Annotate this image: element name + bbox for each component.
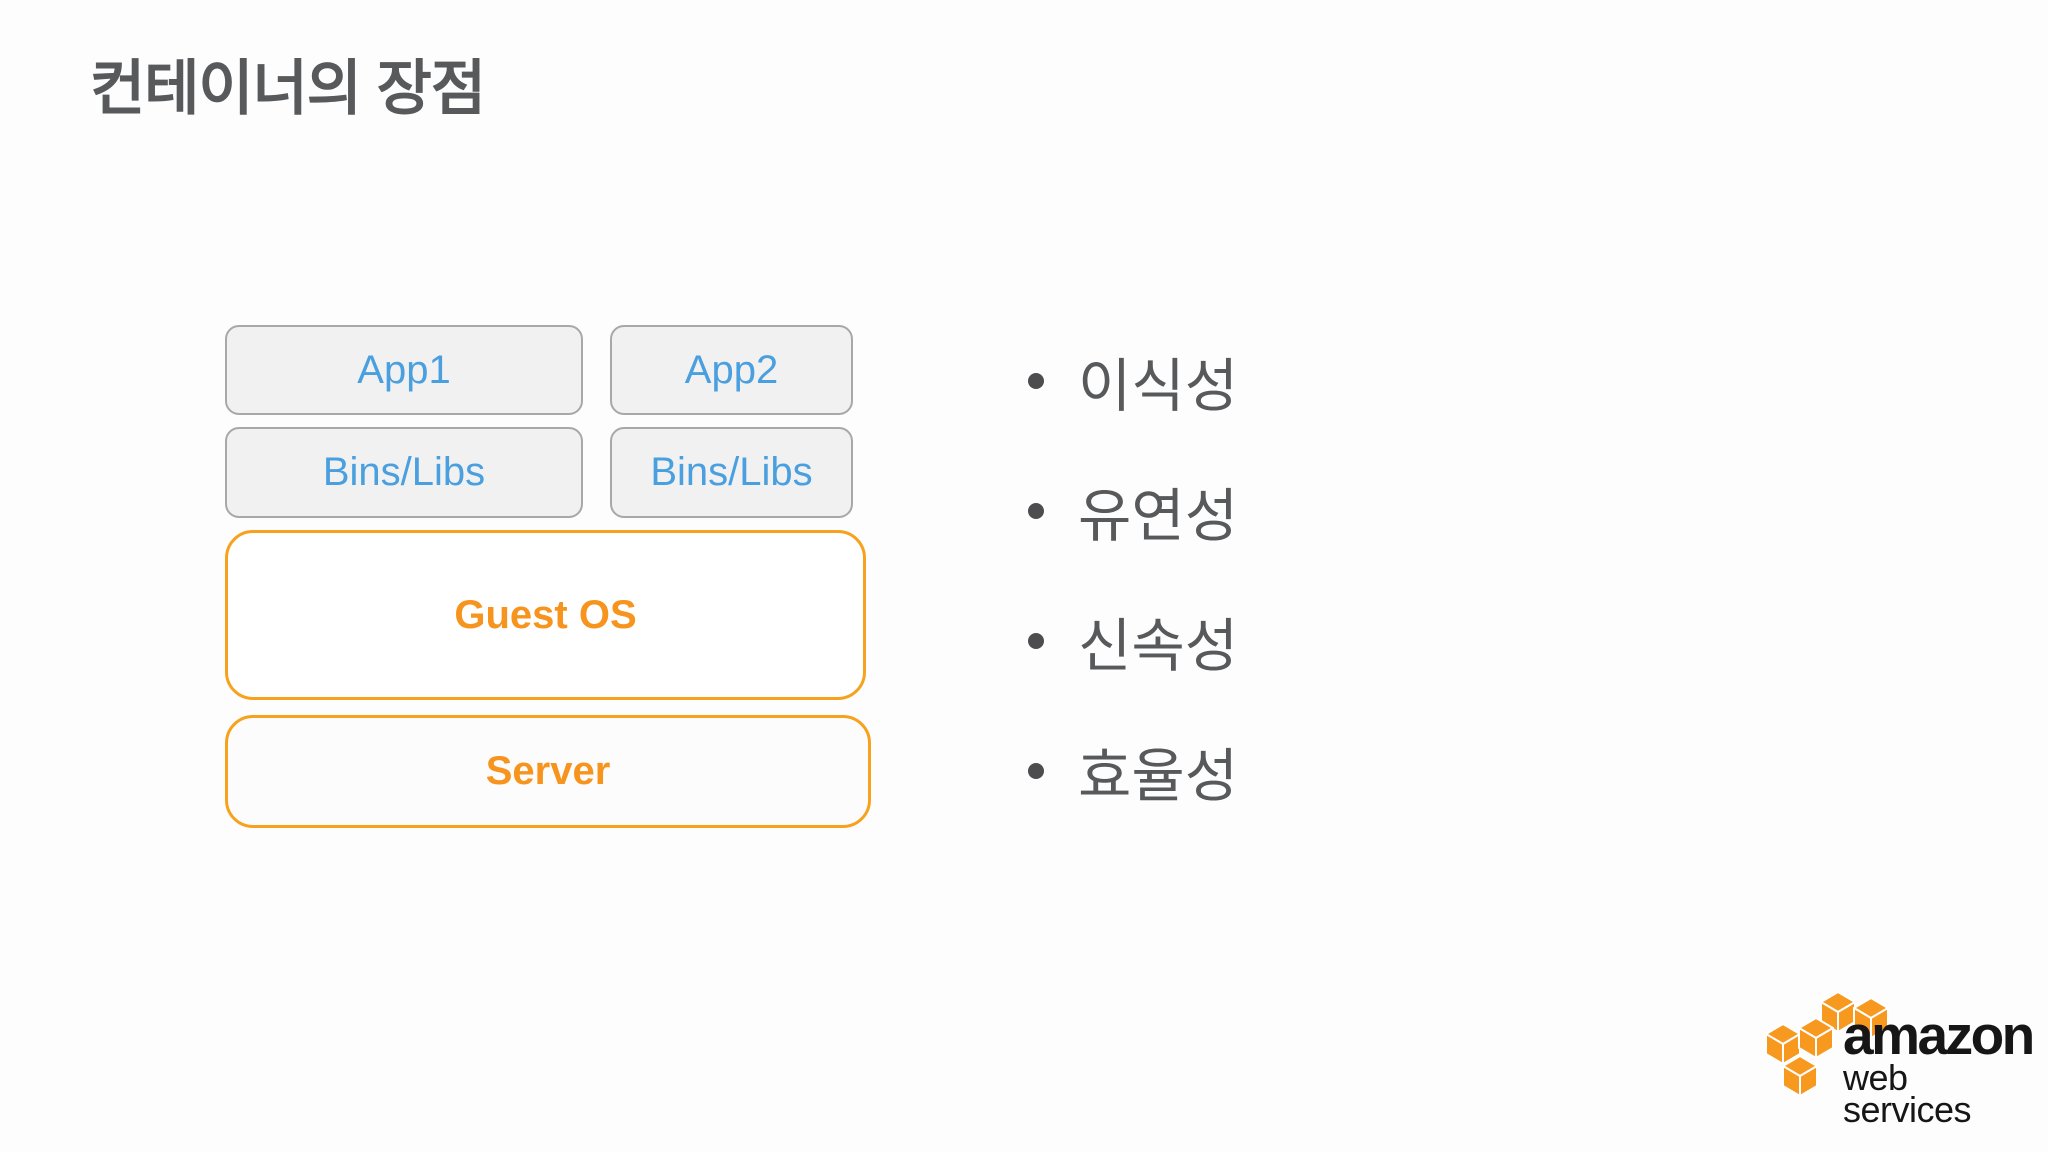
bins-libs-box-1: Bins/Libs (225, 427, 583, 518)
benefit-label: 이식성 (1078, 354, 1239, 419)
list-item: 신속성 (1028, 596, 1238, 686)
bullet-icon (1028, 373, 1044, 389)
app1-label: App1 (357, 347, 451, 392)
app2-label: App2 (684, 347, 779, 392)
aws-brand-label: amazon (1843, 1004, 2035, 1066)
bins-libs-label-2: Bins/Libs (650, 450, 813, 494)
aws-sub-label: web services (1843, 1057, 1972, 1130)
list-item: 이식성 (1028, 336, 1238, 426)
app2-box: App2 (610, 325, 853, 415)
list-item: 효율성 (1028, 726, 1238, 816)
aws-logo: amazon web services (1763, 988, 2035, 1128)
server-box: Server (225, 715, 871, 828)
app1-box: App1 (225, 325, 583, 415)
bullet-icon (1028, 763, 1044, 779)
guest-os-label: Guest OS (454, 592, 637, 637)
bins-libs-label-1: Bins/Libs (322, 450, 486, 494)
bins-libs-box-2: Bins/Libs (610, 427, 853, 518)
benefits-list: 이식성 유연성 신속성 효율성 (1028, 336, 1238, 856)
page-title: 컨테이너의 장점 (90, 55, 486, 122)
server-label: Server (485, 749, 611, 793)
list-item: 유연성 (1028, 466, 1238, 556)
benefit-label: 유연성 (1078, 484, 1239, 549)
aws-logo-text: amazon web services (1843, 1004, 2035, 1130)
benefit-label: 효율성 (1078, 744, 1239, 809)
bullet-icon (1028, 633, 1044, 649)
bullet-icon (1028, 503, 1044, 519)
benefit-label: 신속성 (1078, 614, 1239, 679)
guest-os-box: Guest OS (225, 530, 866, 700)
aws-cubes-icon (1765, 991, 1889, 1097)
